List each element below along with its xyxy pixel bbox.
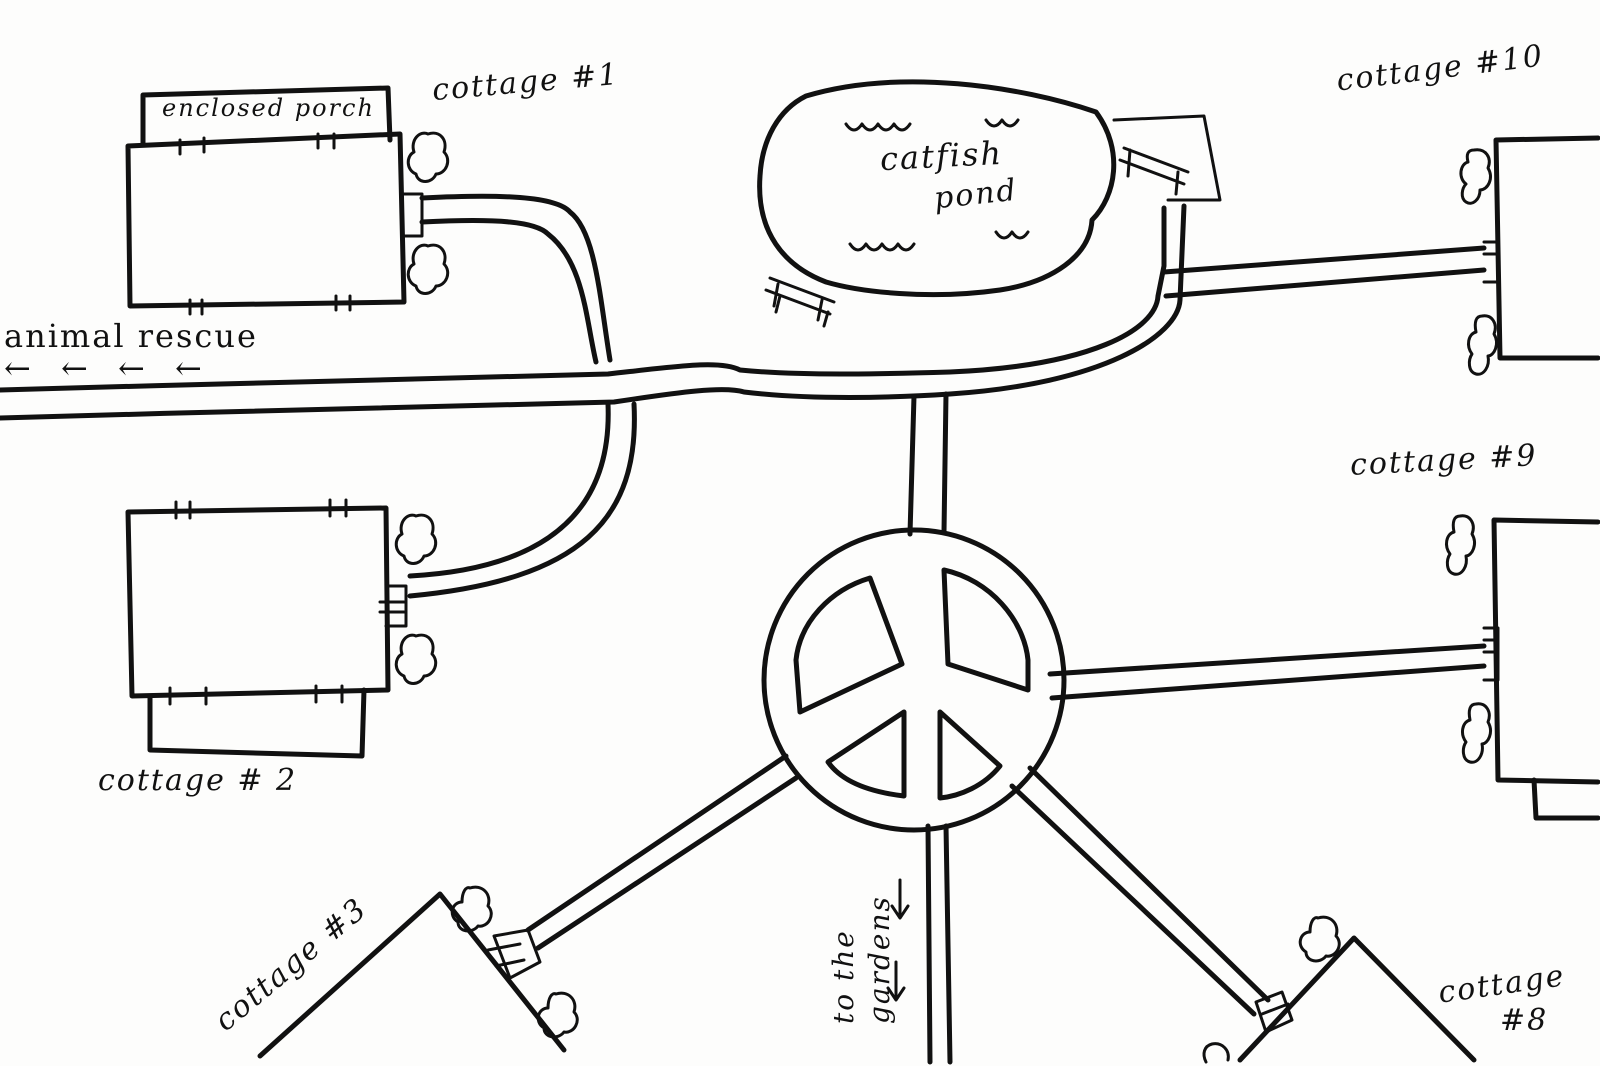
- cottage-10-bushes: [1459, 148, 1498, 376]
- label-gardens-line1: to the: [827, 929, 860, 1024]
- cottage-2-building: [125, 498, 408, 759]
- label-enclosed-porch: enclosed porch: [162, 94, 375, 122]
- roundabout: [761, 527, 1067, 833]
- cottage-2-bushes: [394, 513, 438, 685]
- cottage-9-bushes: [1445, 514, 1492, 764]
- label-pond-line2: pond: [932, 172, 1020, 217]
- label-cottage-8-line2: #8: [1500, 1003, 1549, 1038]
- label-gardens-line2: gardens: [863, 895, 896, 1024]
- cottage-3-building: [257, 891, 567, 1059]
- catfish-pond: [757, 79, 1117, 298]
- cottage-8-building: [1237, 935, 1477, 1063]
- path-network: [0, 193, 1487, 1065]
- label-pond-line1: catfish: [879, 133, 1004, 179]
- cottage-8-bushes: [1202, 915, 1341, 1064]
- label-animal-rescue-arrows: ← ← ← ←: [4, 349, 212, 387]
- label-cottage-2: cottage # 2: [98, 763, 298, 798]
- cottage-3-bushes: [450, 885, 579, 1039]
- cottage-1-bushes: [406, 131, 450, 295]
- label-animal-rescue: animal rescue: [4, 317, 258, 355]
- cottage-10-building: [1482, 135, 1600, 361]
- bench-deck: [1112, 114, 1222, 202]
- cottage-9-building: [1482, 517, 1600, 821]
- cottage-1-building: [125, 85, 424, 316]
- gardens-arrows: [886, 878, 910, 1002]
- bench-by-pond: [764, 276, 836, 328]
